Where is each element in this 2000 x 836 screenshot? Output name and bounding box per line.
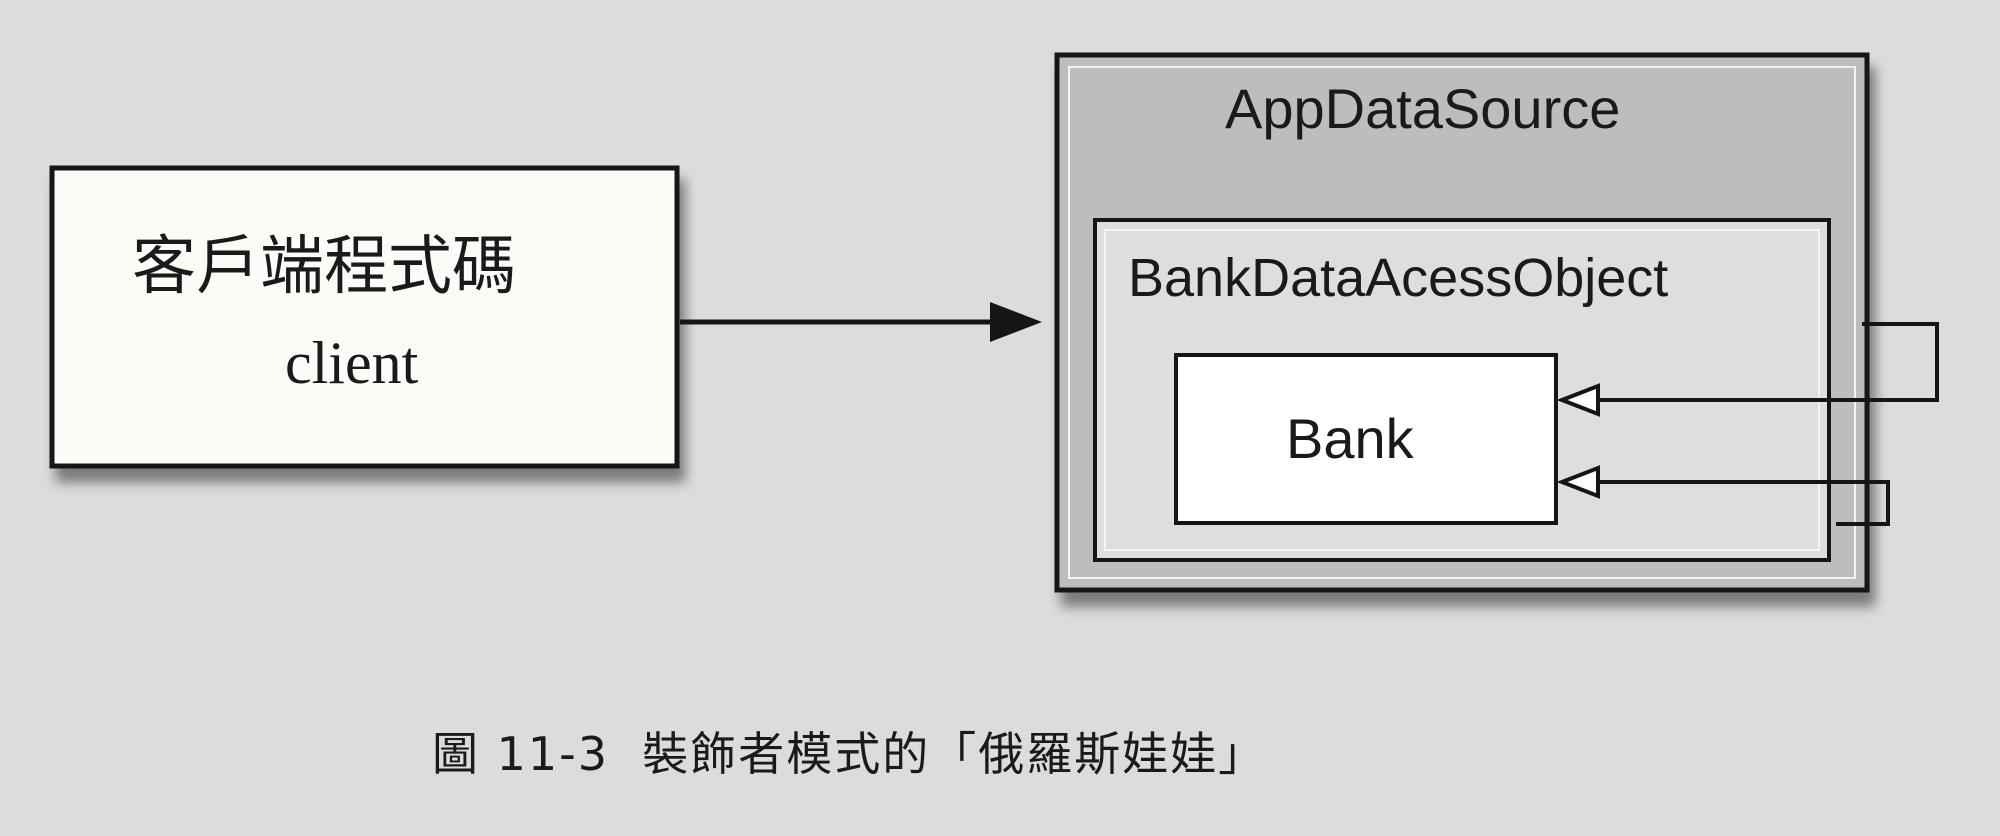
client-to-datasource-arrow xyxy=(680,302,1042,342)
inner-delegation-line xyxy=(1588,480,1890,526)
outer-delegation-arrow xyxy=(1556,322,1939,417)
bank-label: Bank xyxy=(1286,407,1415,470)
bank-dao-inner-border xyxy=(1104,229,1820,551)
bank-box: Bank xyxy=(1174,353,1558,525)
figure-caption: 圖 11-3 裝飾者模式的「俄羅斯娃娃」 xyxy=(432,727,1266,781)
outer-delegation-line xyxy=(1588,322,1939,402)
arrow-head xyxy=(990,302,1042,342)
client-box: 客戶端程式碼 client xyxy=(49,165,680,469)
client-subtitle: client xyxy=(285,330,419,396)
client-box-frame xyxy=(49,165,680,469)
client-title: 客戶端程式碼 xyxy=(132,230,516,304)
outer-delegation-arrowhead xyxy=(1556,383,1600,417)
app-data-source-label: AppDataSource xyxy=(1225,77,1620,140)
bank-dao-label: BankDataAcessObject xyxy=(1128,248,1668,308)
app-data-source-inner-border xyxy=(1068,66,1856,579)
bank-frame xyxy=(1174,353,1558,525)
inner-delegation-arrow xyxy=(1556,465,1890,526)
inner-delegation-arrowhead xyxy=(1556,465,1600,499)
